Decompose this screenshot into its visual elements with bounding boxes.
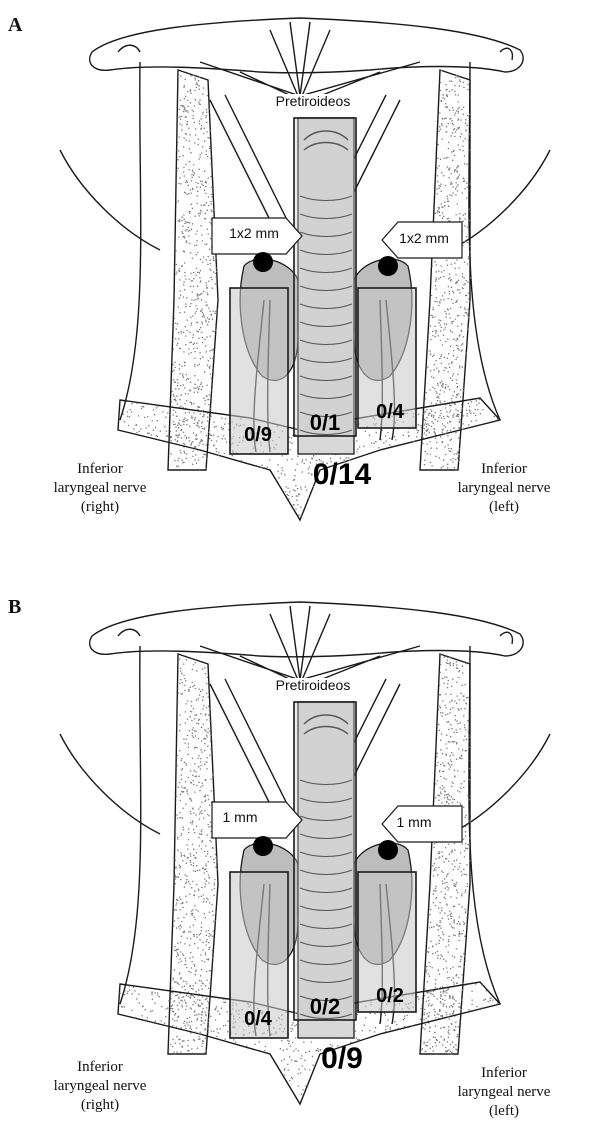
sample-box-center [294,118,356,436]
chin-curl-left [118,45,140,52]
parathyroid-marker-right [253,836,273,856]
nerve-label-left: Inferior laryngeal nerve (left) [434,460,574,517]
count-center: 0/2 [310,994,341,1019]
nerve-label-left: Inferior laryngeal nerve (left) [434,1064,574,1121]
total-count: 0/9 [282,1042,402,1076]
count-left: 0/4 [376,401,405,423]
parathyroid-marker-left [378,256,398,276]
count-left: 0/2 [376,985,404,1007]
total-count: 0/14 [282,458,402,492]
neck-anatomy-diagram: Pretiroideos 1 mm 1 mm 0/4 0/2 0/2 [0,560,594,1120]
stipple-texture [421,655,471,1054]
muscle-label: Pretiroideos [276,677,351,693]
parathyroid-marker-right [253,252,273,272]
gland-size-right: 1x2 mm [229,225,279,241]
nerve-label-right: Inferior laryngeal nerve (right) [30,460,170,517]
sample-box-center [294,702,356,1020]
chin-curl-left [118,629,140,636]
count-center: 0/1 [310,410,341,435]
count-right: 0/4 [244,1008,273,1030]
panel-b: B Pretiroideos 1 mm 1 mm 0/4 0/2 0/2 0/9… [0,560,594,1120]
stipple-texture [422,70,471,469]
count-right: 0/9 [244,424,272,446]
suprahyoid-muscles [200,606,420,684]
chin-curl-right [500,632,512,644]
sternocleidomastoid-left [420,654,470,1054]
parathyroid-marker-left [378,840,398,860]
gland-size-right: 1 mm [223,809,258,825]
muscle-label: Pretiroideos [276,93,351,109]
panel-a: A Pretiroideos 1x2 mm 1x2 mm 0/9 0/1 0/4… [0,0,594,560]
chin-curl-right [500,48,512,60]
suprahyoid-muscles [200,22,420,100]
nerve-label-right: Inferior laryngeal nerve (right) [30,1058,170,1115]
gland-size-left: 1 mm [397,814,432,830]
gland-size-left: 1x2 mm [399,230,449,246]
